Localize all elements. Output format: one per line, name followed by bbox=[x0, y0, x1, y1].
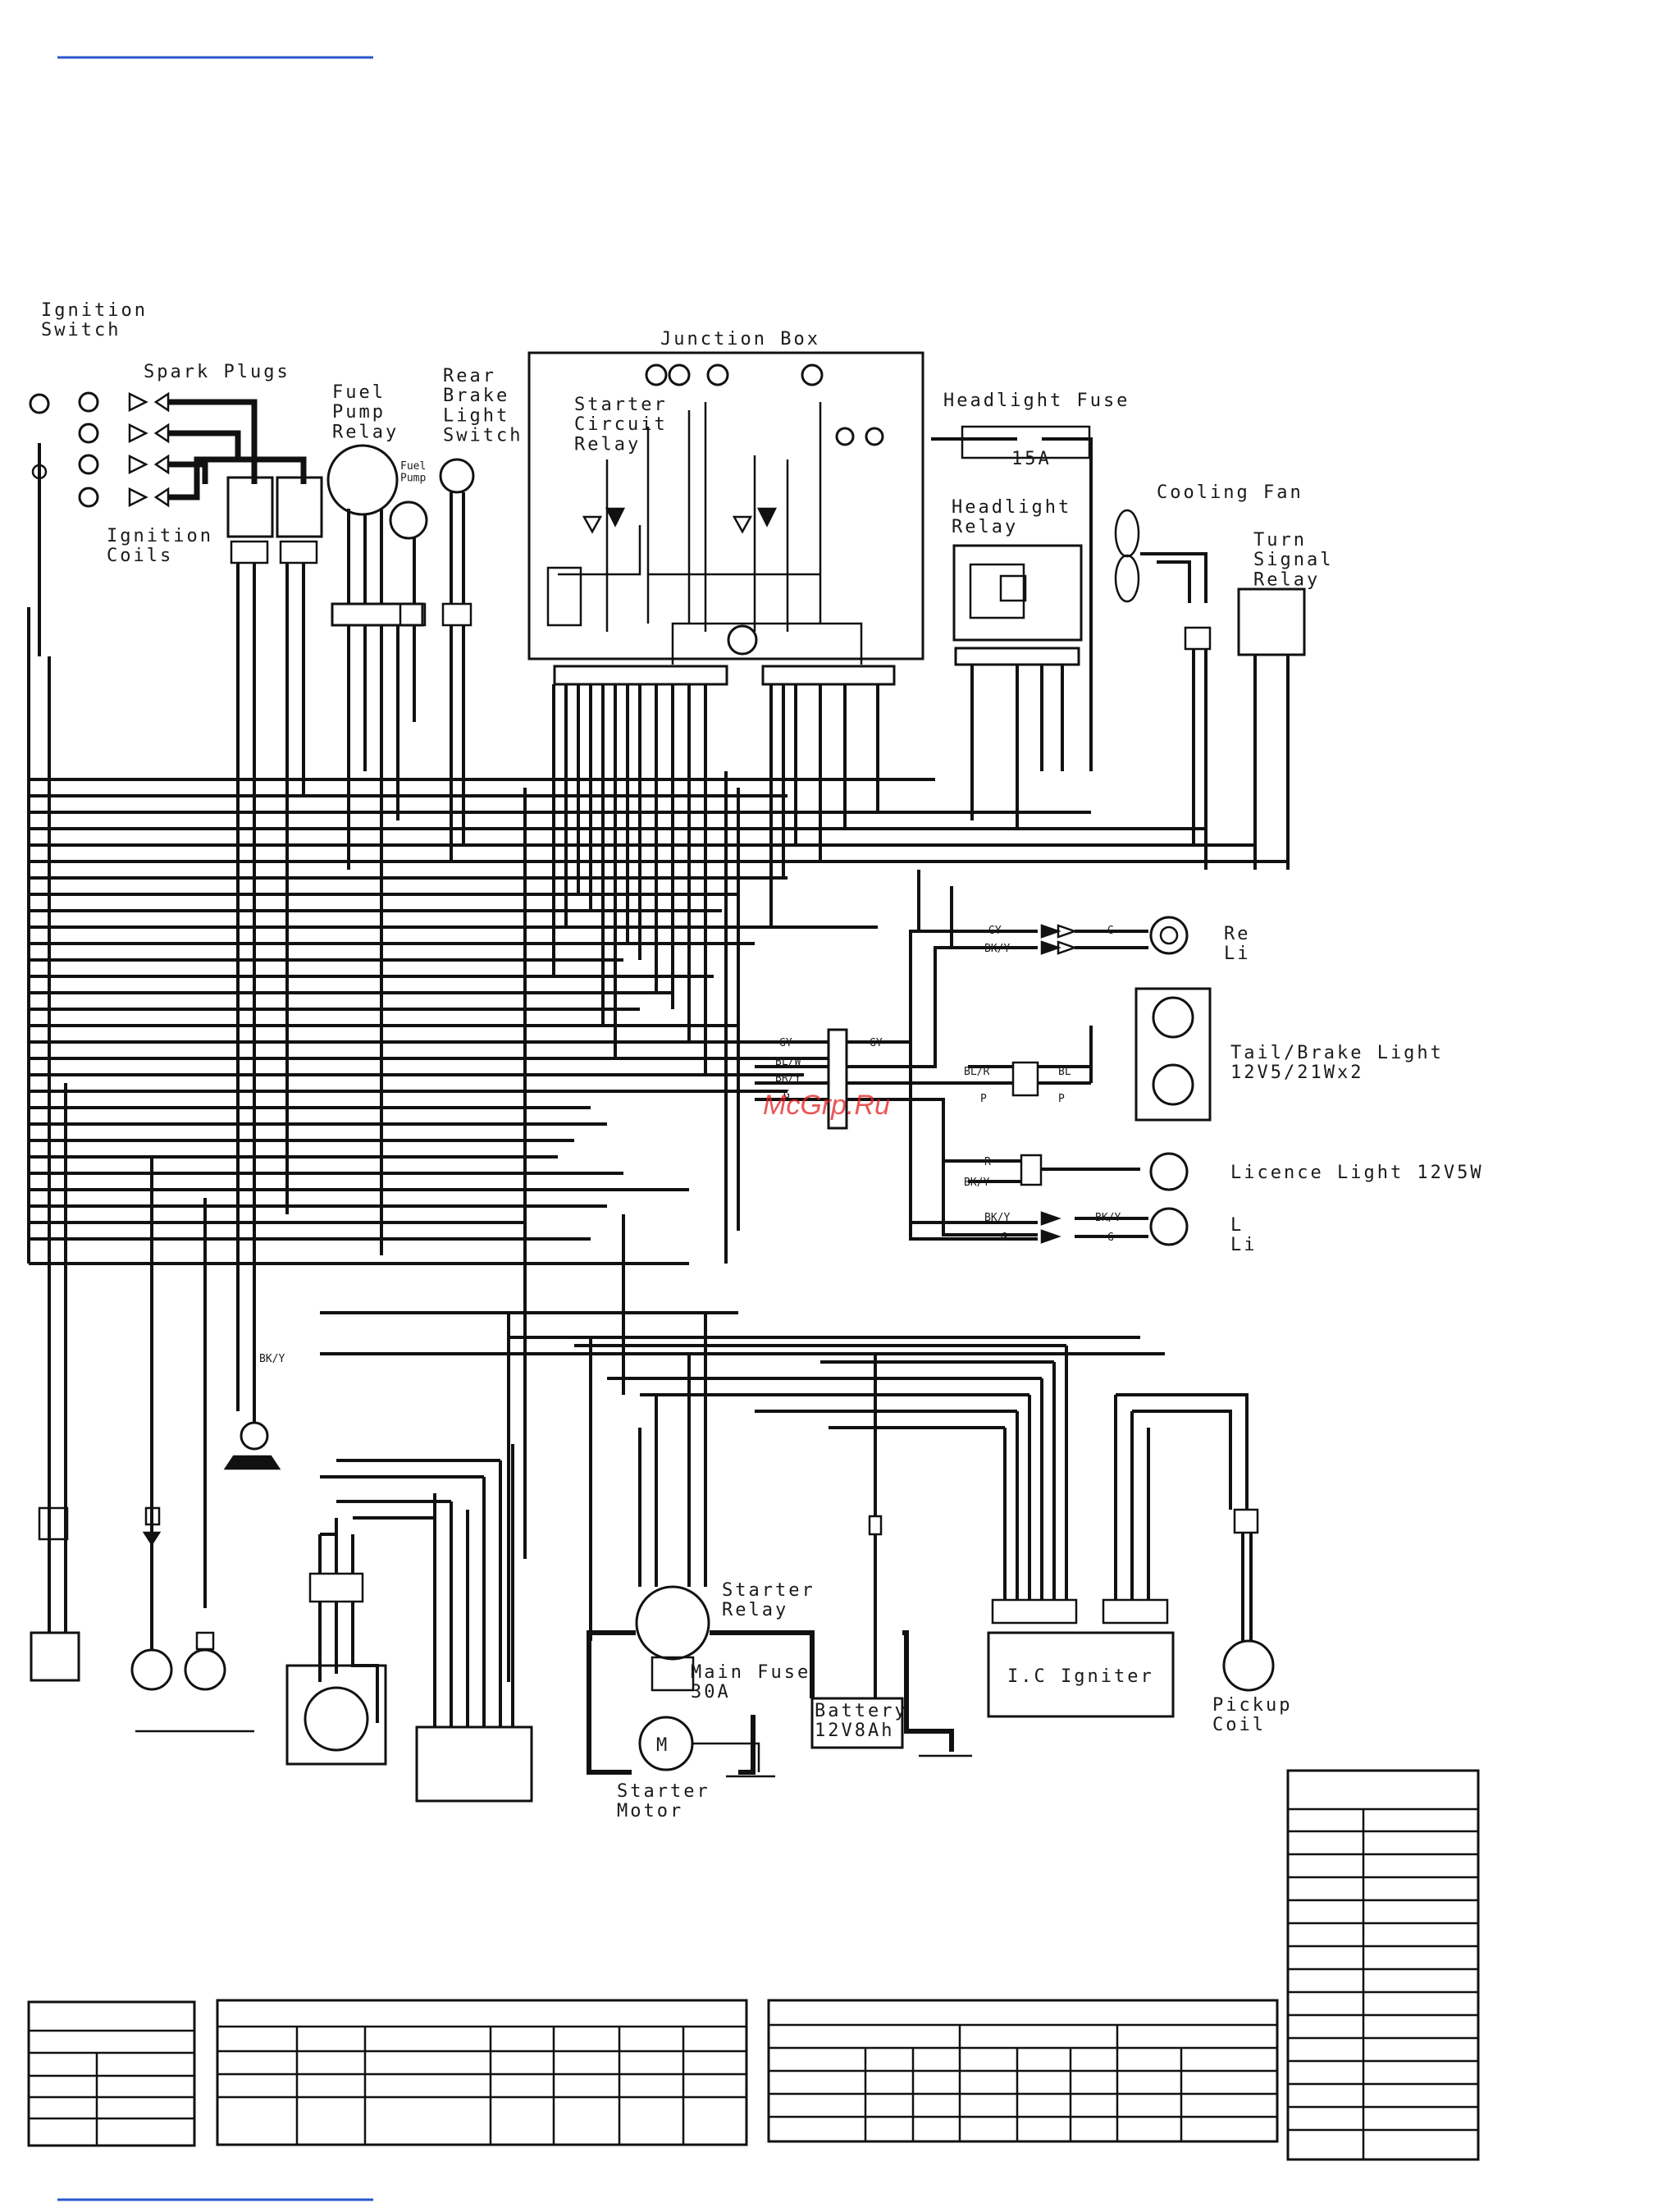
wire-code-bky-4: BK/Y bbox=[1095, 1212, 1121, 1224]
wire-code-bky-3: BK/Y bbox=[984, 1212, 1010, 1224]
wire-code-gy-2: GY bbox=[779, 1037, 792, 1049]
wire-code-ground: BK/Y bbox=[259, 1353, 285, 1365]
wire-code-gy-1: GY bbox=[988, 925, 1002, 937]
spark-plugs-label: Spark Plugs bbox=[144, 362, 290, 382]
wire-code-g-1: G bbox=[1107, 925, 1114, 937]
cooling-fan: Cooling Fan bbox=[1114, 482, 1303, 870]
ic-igniter-label: I.C Igniter bbox=[1007, 1666, 1154, 1687]
headlight-fuse: Headlight Fuse 15A bbox=[931, 391, 1130, 771]
wire-code-blw: BL/W bbox=[775, 1056, 801, 1068]
cooling-fan-label: Cooling Fan bbox=[1157, 482, 1303, 503]
legend-table-right bbox=[1286, 1769, 1480, 2161]
wire-code-g-4: G bbox=[1107, 1232, 1114, 1244]
legend-table-center bbox=[767, 1999, 1279, 2143]
ic-igniter: I.C Igniter bbox=[574, 1344, 1249, 1718]
watermark: McGrp.Ru bbox=[763, 1090, 890, 1121]
wire-code-bky-2: BK/Y bbox=[964, 1177, 989, 1189]
legend-table-middle bbox=[216, 1999, 748, 2146]
headlight-fuse-label: Headlight Fuse bbox=[943, 391, 1130, 411]
wire-code-g-2: G bbox=[783, 1089, 790, 1101]
headlight-fuse-rating: 15A bbox=[1011, 449, 1052, 469]
spark-plugs: Spark Plugs bbox=[78, 362, 307, 508]
legend-table-left bbox=[27, 2000, 196, 2147]
wire-code-bry: BR/Y bbox=[775, 1072, 801, 1085]
wire-code-labels: GY BK/Y G GY BL/W BR/Y G GY BL/R P BL P … bbox=[259, 925, 1121, 1365]
wire-code-bky-1: BK/Y bbox=[984, 943, 1010, 955]
wire-code-bl: BL bbox=[1058, 1066, 1071, 1078]
wire-code-gy-3: GY bbox=[870, 1037, 883, 1049]
wire-code-r: R bbox=[984, 1156, 991, 1168]
main-harness bbox=[27, 607, 1288, 1682]
wire-code-blr: BL/R bbox=[964, 1066, 989, 1078]
wire-code-g-3: G bbox=[1001, 1232, 1007, 1244]
junction-box-label: Junction Box bbox=[660, 329, 820, 350]
lower-left-components bbox=[30, 1313, 533, 1803]
wire-code-p-1: P bbox=[980, 1093, 987, 1105]
starter-motor-symbol: M bbox=[656, 1735, 669, 1756]
licence-light-label: Licence Light 12V5W bbox=[1230, 1163, 1484, 1183]
wire-code-p-2: P bbox=[1058, 1093, 1065, 1105]
